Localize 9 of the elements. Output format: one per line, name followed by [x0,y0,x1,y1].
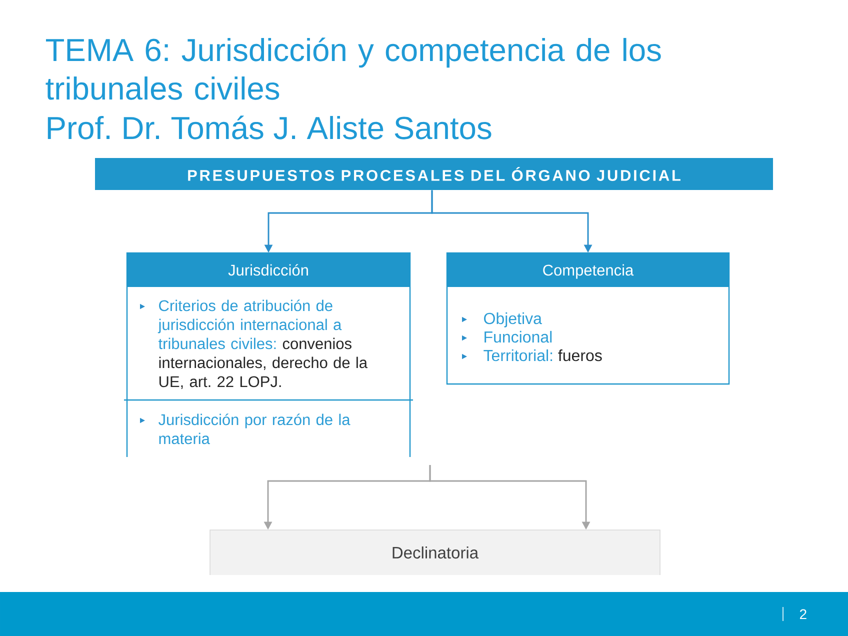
title: TEMA 6: Jurisdicción y competencia de los tribunales civiles [46,38,661,100]
text-box: Declinatoria [210,530,660,576]
list-item: Territorial: fueros [484,349,602,362]
list-item: Objetiva [484,312,542,328]
list-item: Funcional [484,330,552,343]
list-item: Jurisdicción por razón de la materia [158,414,350,444]
list-item: Criterios de atribución de jurisdicción internacional a tribunales civiles: convenios internacionales, derecho de la UE, art. 22 LOPJ. [158,300,368,389]
banner: PRESUPUESTOS PROCESALES DEL ÓRGANO JUDICIAL [95,158,773,190]
page-number: 2 [800,609,806,619]
